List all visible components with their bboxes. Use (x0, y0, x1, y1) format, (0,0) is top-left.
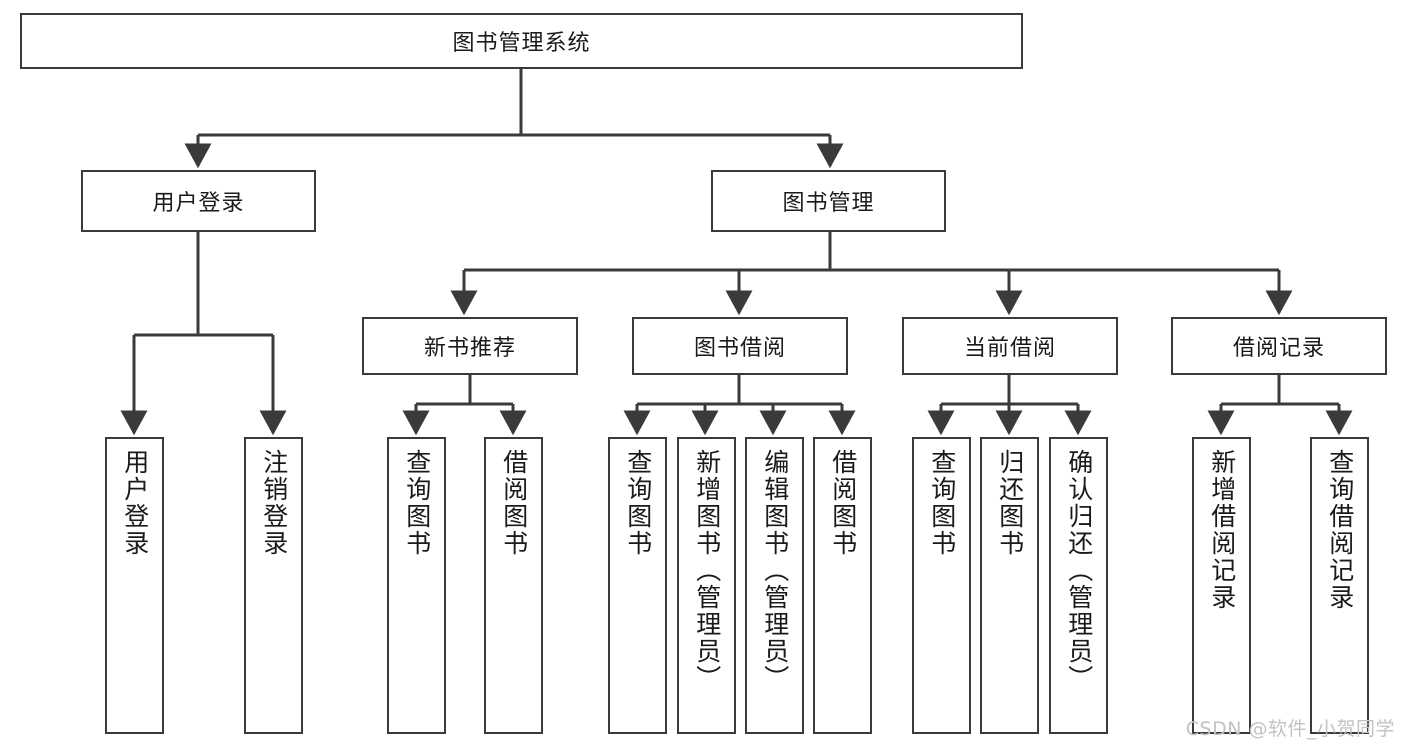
node-leaf-query-borrow-record[interactable]: 查询借阅记录 (1310, 437, 1369, 734)
node-label: 查询图书 (623, 449, 653, 557)
node-label: 当前借阅 (963, 336, 1056, 361)
node-user-login[interactable]: 用户登录 (81, 170, 316, 232)
node-label: 图书管理系统 (452, 31, 591, 56)
node-book-manage[interactable]: 图书管理 (711, 170, 946, 232)
node-leaf-query-book-recommend[interactable]: 查询图书 (387, 437, 446, 734)
node-label: 图书管理 (782, 191, 875, 216)
node-new-book-recommend[interactable]: 新书推荐 (362, 317, 578, 375)
node-label: 借阅图书 (499, 449, 529, 557)
node-leaf-add-book[interactable]: 新增图书（管理员） (677, 437, 736, 734)
node-label: 借阅记录 (1232, 336, 1325, 361)
node-leaf-user-login[interactable]: 用户登录 (105, 437, 164, 734)
node-current-borrow[interactable]: 当前借阅 (902, 317, 1118, 375)
node-label: 新增图书（管理员） (692, 449, 722, 692)
node-label: 归还图书 (995, 449, 1025, 557)
node-leaf-borrow-book-recommend[interactable]: 借阅图书 (484, 437, 543, 734)
node-label: 确认归还（管理员） (1064, 449, 1094, 692)
node-leaf-edit-book[interactable]: 编辑图书（管理员） (745, 437, 804, 734)
node-label: 用户登录 (152, 191, 245, 216)
node-borrow-record[interactable]: 借阅记录 (1171, 317, 1387, 375)
node-label: 查询借阅记录 (1325, 449, 1355, 611)
node-book-management-system[interactable]: 图书管理系统 (20, 13, 1023, 69)
node-label: 查询图书 (402, 449, 432, 557)
node-label: 图书借阅 (693, 336, 786, 361)
node-leaf-query-book-current[interactable]: 查询图书 (912, 437, 971, 734)
node-label: 编辑图书（管理员） (760, 449, 790, 692)
node-leaf-return-book[interactable]: 归还图书 (980, 437, 1039, 734)
node-label: 新书推荐 (423, 336, 516, 361)
node-leaf-query-book-borrow[interactable]: 查询图书 (608, 437, 667, 734)
node-label: 新增借阅记录 (1207, 449, 1237, 611)
node-leaf-borrow-book[interactable]: 借阅图书 (813, 437, 872, 734)
node-leaf-add-borrow-record[interactable]: 新增借阅记录 (1192, 437, 1251, 734)
node-label: 用户登录 (120, 449, 150, 557)
node-label: 查询图书 (927, 449, 957, 557)
node-label: 注销登录 (259, 449, 289, 557)
node-leaf-confirm-return[interactable]: 确认归还（管理员） (1049, 437, 1108, 734)
csdn-watermark: CSDN @软件_小贺同学 (1185, 718, 1395, 740)
node-label: 借阅图书 (828, 449, 858, 557)
node-book-borrow[interactable]: 图书借阅 (632, 317, 848, 375)
node-leaf-logout-login[interactable]: 注销登录 (244, 437, 303, 734)
